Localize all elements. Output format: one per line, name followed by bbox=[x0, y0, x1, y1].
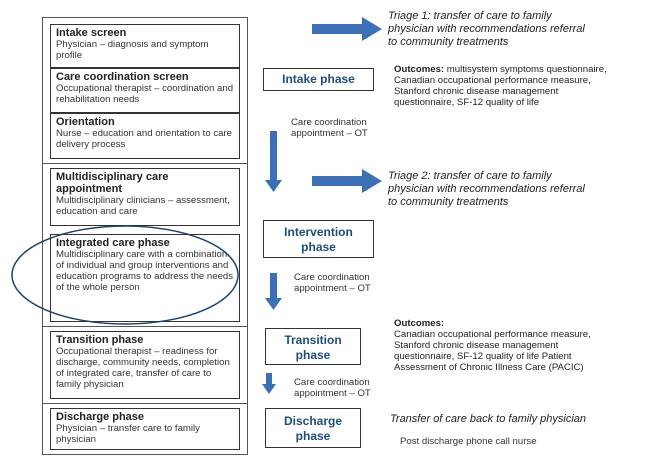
transition-box: Transition phase Occupational therapist … bbox=[50, 331, 240, 399]
intake-screen-box: Intake screen Physician – diagnosis and … bbox=[50, 24, 240, 68]
section-divider bbox=[42, 163, 248, 164]
multidisciplinary-desc: Multidisciplinary clinicians – assessmen… bbox=[56, 195, 230, 217]
down-arrow-3 bbox=[262, 373, 276, 394]
orientation-box: Orientation Nurse – education and orient… bbox=[50, 113, 240, 159]
multidisciplinary-title: Multidisciplinary care appointment bbox=[56, 171, 169, 195]
triage1-arrow bbox=[312, 17, 382, 41]
triage2-text: Triage 2: transfer of care to family phy… bbox=[388, 170, 585, 208]
discharge-phase-label: Discharge phase bbox=[283, 414, 343, 443]
multidisciplinary-box: Multidisciplinary care appointment Multi… bbox=[50, 168, 240, 226]
intake-screen-title: Intake screen bbox=[56, 27, 127, 39]
orientation-desc: Nurse – education and orientation to car… bbox=[56, 128, 232, 150]
down-arrow-2 bbox=[265, 273, 282, 310]
discharge-desc: Physician – transfer care to family phys… bbox=[56, 423, 200, 445]
orientation-title: Orientation bbox=[56, 116, 115, 128]
outcomes1-first: multisystem symptoms questionnaire, bbox=[446, 64, 607, 75]
down-arrow-1 bbox=[265, 131, 282, 192]
outcomes2-rest: Canadian occupational performance measur… bbox=[394, 329, 591, 373]
appointment-note-1: Care coordination appointment – OT bbox=[291, 117, 368, 139]
intake-phase-box: Intake phase bbox=[263, 68, 374, 91]
appointment-note-2: Care coordination appointment – OT bbox=[294, 272, 371, 294]
care-coordination-screen-title: Care coordination screen bbox=[56, 71, 189, 83]
triage1-text: Triage 1: transfer of care to family phy… bbox=[388, 10, 585, 48]
outcomes1-label: Outcomes: bbox=[394, 64, 445, 75]
section-divider bbox=[42, 326, 248, 327]
transition-desc: Occupational therapist – readiness for d… bbox=[56, 346, 230, 390]
section-divider bbox=[42, 403, 248, 404]
discharge-transfer-text: Transfer of care back to family physicia… bbox=[390, 413, 587, 425]
transition-title: Transition phase bbox=[56, 334, 144, 346]
discharge-title: Discharge phase bbox=[56, 411, 145, 423]
integrated-title: Integrated care phase bbox=[56, 237, 170, 249]
left-column-frame bbox=[42, 17, 248, 455]
intervention-phase-label: Intervention phase bbox=[284, 225, 353, 254]
intervention-phase-box: Intervention phase bbox=[263, 220, 374, 258]
appointment-note-3: Care coordination appointment – OT bbox=[294, 377, 371, 399]
triage2-arrow bbox=[312, 169, 382, 193]
post-discharge-text: Post discharge phone call nurse bbox=[400, 436, 537, 447]
integrated-highlight-ellipse bbox=[11, 225, 239, 325]
discharge-box: Discharge phase Physician – transfer car… bbox=[50, 408, 240, 450]
integrated-desc: Multidisciplinary care with a combinatio… bbox=[56, 249, 234, 293]
care-coordination-screen-desc: Occupational therapist – coordination an… bbox=[56, 83, 234, 105]
discharge-phase-box: Discharge phase bbox=[265, 408, 361, 448]
outcomes2-label: Outcomes: bbox=[394, 318, 445, 329]
transition-phase-label: Transition phase bbox=[284, 333, 342, 362]
outcomes2-block: Outcomes: Canadian occupational performa… bbox=[394, 318, 612, 373]
intake-screen-desc: Physician – diagnosis and symptom profil… bbox=[56, 39, 209, 61]
outcomes1-rest: Canadian occupational performance measur… bbox=[394, 75, 591, 108]
transition-phase-box: Transition phase bbox=[265, 328, 361, 365]
outcomes1-block: Outcomes: multisystem symptoms questionn… bbox=[394, 64, 612, 108]
intake-phase-label: Intake phase bbox=[282, 72, 355, 86]
care-coordination-screen-box: Care coordination screen Occupational th… bbox=[50, 68, 240, 113]
